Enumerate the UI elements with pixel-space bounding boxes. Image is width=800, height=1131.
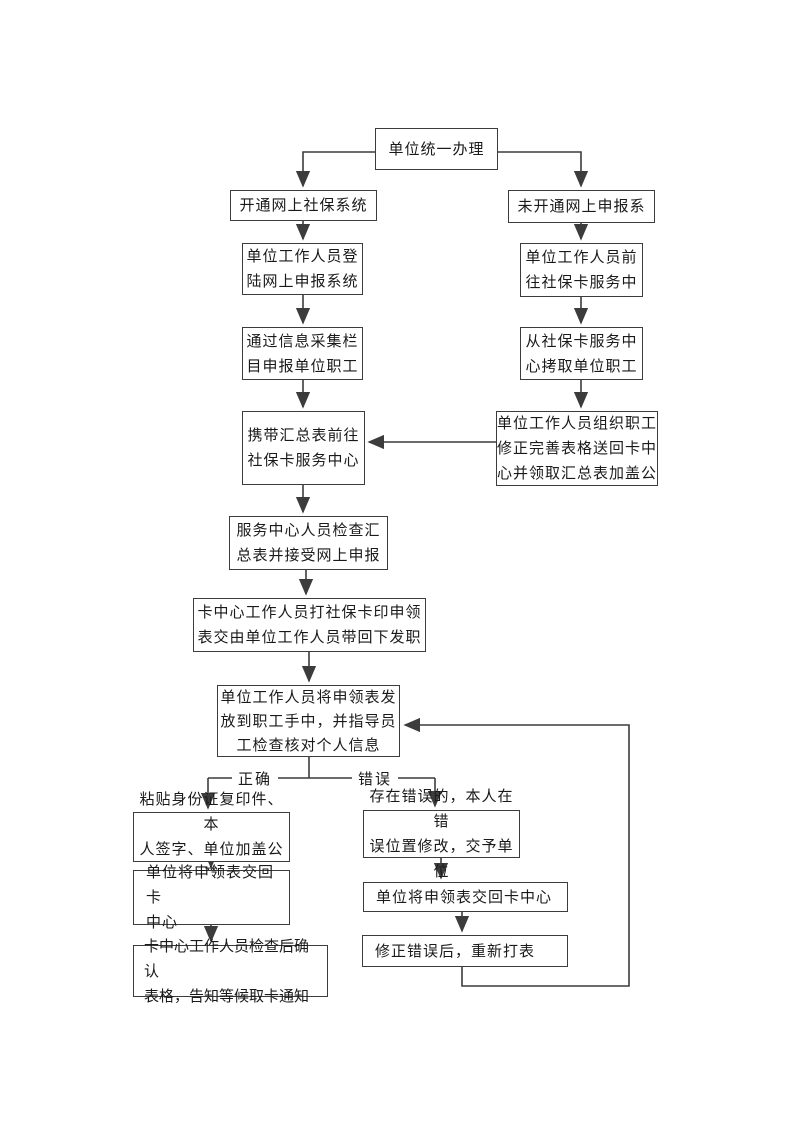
branch-label-correct: 正确 [232, 768, 279, 790]
node-return-form-left: 单位将申领表交回卡 中心 [133, 863, 290, 931]
node-card-center-confirm: 卡中心工作人员检查后确认 表格，告知等候取卡通知 [133, 937, 328, 1005]
node-copy-from-center: 从社保卡服务中 心拷取单位职工 [520, 327, 643, 380]
edge-reprint-feedback [403, 717, 630, 987]
edge-start-to-open [295, 151, 375, 188]
node-staff-visit-center: 单位工作人员前 往社保卡服务中 [520, 243, 643, 297]
node-return-form-right: 单位将申领表交回卡中心 [363, 882, 568, 912]
node-declare-via-collection: 通过信息采集栏 目申报单位职工 [242, 327, 363, 380]
node-open-online: 开通网上社保系统 [230, 190, 377, 221]
node-card-center-print: 卡中心工作人员打社保卡印申领 表交由单位工作人员带回下发职 [193, 598, 426, 652]
node-organize-revise: 单位工作人员组织职工 修正完善表格送回卡中 心并领取汇总表加盖公 [496, 411, 658, 486]
node-staff-login: 单位工作人员登 陆网上申报系统 [242, 243, 363, 295]
node-paste-id-sign: 粘贴身份证复印件、本 人签字、单位加盖公章 [133, 790, 290, 883]
node-reprint: 修正错误后，重新打表 [362, 935, 568, 967]
edge-start-to-notopen [497, 151, 589, 188]
node-start: 单位统一办理 [375, 128, 498, 170]
node-center-check-summary: 服务中心人员检查汇 总表并接受网上申报 [229, 516, 388, 570]
node-bring-summary: 携带汇总表前往 社保卡服务中心 [242, 411, 365, 485]
node-error-self-modify: 存在错误的，本人在错 误位置修改，交予单位 [363, 787, 520, 880]
node-distribute-check: 单位工作人员将申领表发 放到职工手中，并指导员 工检查核对个人信息 [217, 685, 400, 757]
node-not-open-online: 未开通网上申报系 [508, 190, 655, 223]
branch-label-error: 错误 [352, 768, 399, 790]
